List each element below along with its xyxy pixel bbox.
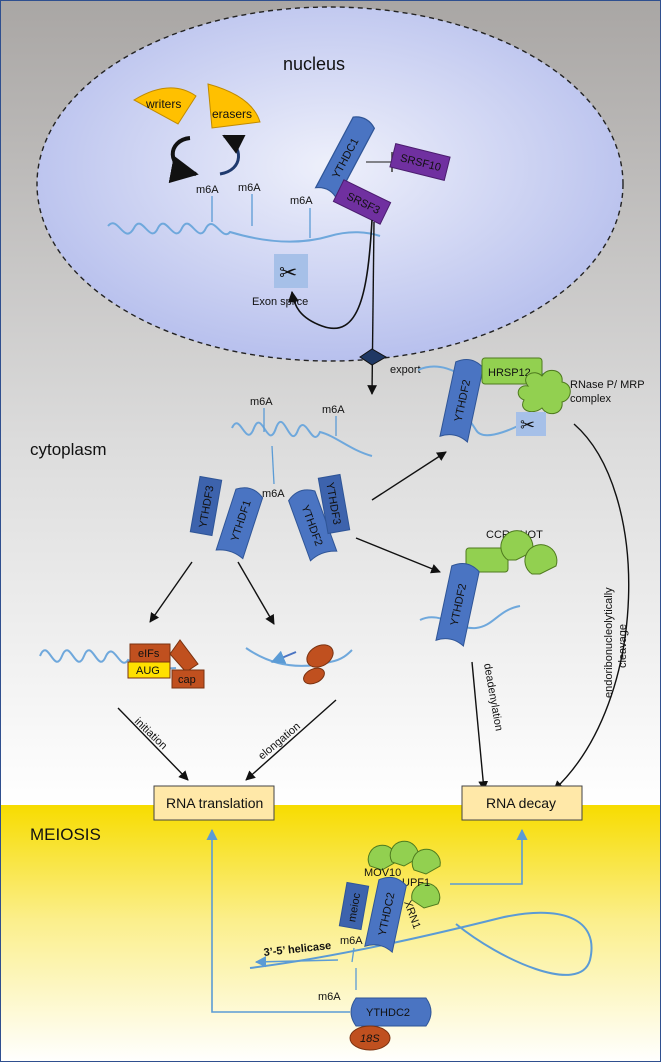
srsf10-protein: SRSF10 xyxy=(389,142,451,182)
ythdf1-protein: YTHDF1 xyxy=(215,487,264,560)
splice-box xyxy=(274,254,308,288)
elongation-arrow xyxy=(245,699,337,781)
ribosome-large xyxy=(306,644,334,668)
rna-translation-box xyxy=(153,785,275,821)
cytoplasm-label: cytoplasm xyxy=(30,440,107,459)
meiosis-translation-arrow xyxy=(206,828,350,1013)
meiosis-label: MEIOSIS xyxy=(30,825,101,844)
not-lobe-2 xyxy=(524,544,558,575)
rna-translation-label: RNA translation xyxy=(166,795,263,811)
nuclear-pore xyxy=(359,348,388,366)
initiation-arrow xyxy=(117,707,189,781)
ythdf3-right-protein: YTHDF3 xyxy=(317,473,351,535)
nuclear-m6a-1: m6A xyxy=(196,184,219,196)
rna-decay-label: RNA decay xyxy=(486,795,556,811)
erasers-label: erasers xyxy=(212,107,252,121)
elongation-direction-arrow xyxy=(270,650,297,664)
eifs-label: eIFs xyxy=(138,648,160,660)
cyto-m6a-right: m6A xyxy=(322,404,345,416)
exon-splice-label: Exon splice xyxy=(252,296,308,308)
arrow-to-elongation xyxy=(237,561,275,625)
cleavage-box xyxy=(516,412,546,436)
rnase-label-2: complex xyxy=(570,393,611,405)
arrow-to-hrsp12 xyxy=(371,451,447,501)
aug-box xyxy=(127,661,171,679)
cap-binding-shape xyxy=(169,639,199,673)
cap-label: cap xyxy=(178,674,196,686)
rna-decay-box xyxy=(461,785,583,821)
18s-label: 18S xyxy=(360,1033,380,1045)
hrsp12-label: HRSP12 xyxy=(488,367,531,379)
writers-shape xyxy=(133,87,197,125)
cytoplasmic-mrna xyxy=(231,420,373,457)
arrow-to-ccr4 xyxy=(355,537,441,574)
nuclear-mrna xyxy=(107,222,381,243)
nucleus-label: nucleus xyxy=(283,54,345,74)
meioc-protein: meioc xyxy=(338,881,370,931)
ythdc2-top-protein: YTHDC2 xyxy=(364,876,407,954)
ythdc1-protein: YTHDC1 xyxy=(314,116,376,201)
rnase-complex-shape xyxy=(517,369,571,415)
cap-box xyxy=(171,669,205,689)
eraser-cycle-arrow xyxy=(219,134,246,176)
ccr4-mrna xyxy=(419,605,521,630)
cleavage-scissors-icon: ✂ xyxy=(520,415,535,436)
splice-arrow xyxy=(287,219,373,329)
writers-label: writers xyxy=(145,97,181,111)
cyto-m6a-left: m6A xyxy=(250,396,273,408)
meiosis-m6a-bottom: m6A xyxy=(318,991,341,1003)
ythdf2-ccr4-protein: YTHDF2 xyxy=(435,562,480,647)
ythdf3-left-protein: YTHDF3 xyxy=(189,475,223,537)
helicase-arrow xyxy=(254,956,339,968)
ythdc2-bottom-protein xyxy=(350,997,432,1027)
writer-cycle-arrow xyxy=(168,136,199,184)
initiation-mrna xyxy=(39,649,177,670)
nuclear-m6a-2: m6A xyxy=(238,182,261,194)
18s-ribosome xyxy=(349,1025,391,1051)
arrow-to-initiation xyxy=(149,561,193,623)
aug-label: AUG xyxy=(136,665,160,677)
meiosis-m6a-top: m6A xyxy=(340,935,363,947)
nuclear-m6a-3: m6A xyxy=(290,195,313,207)
xrn1-lobe xyxy=(411,882,441,909)
meioc-label: meioc xyxy=(346,891,363,922)
elongation-mrna xyxy=(245,647,353,667)
cyto-m6a-stalk-center xyxy=(271,445,275,485)
ythdc2-bottom-label: YTHDC2 xyxy=(366,1007,410,1019)
scissors-icon: ✂ xyxy=(279,261,297,286)
mov10-label: MOV10 xyxy=(364,867,401,879)
export-label: export xyxy=(390,364,421,376)
endo-cleavage-label-1: endoribonucleolytically xyxy=(603,587,615,698)
endo-cleavage-arrow xyxy=(553,423,630,791)
meiosis-decay-arrow xyxy=(450,828,528,885)
deadenylation-arrow xyxy=(471,661,489,791)
erasers-shape xyxy=(207,83,261,129)
meiosis-mrna xyxy=(249,911,593,976)
cyto-m6a-center: m6A xyxy=(262,488,285,500)
upf1-lobe xyxy=(411,848,441,875)
rnase-label-1: RNase P/ MRP xyxy=(570,379,645,391)
meiosis-m6a-stalk-top xyxy=(351,947,355,963)
endo-cleavage-label-2: cleavage xyxy=(617,624,629,668)
meiosis-background xyxy=(0,805,661,1062)
ribosome-small xyxy=(303,667,325,685)
ythdf2-protein: YTHDF2 xyxy=(288,489,338,562)
upf1-label: UPF1 xyxy=(402,877,430,889)
